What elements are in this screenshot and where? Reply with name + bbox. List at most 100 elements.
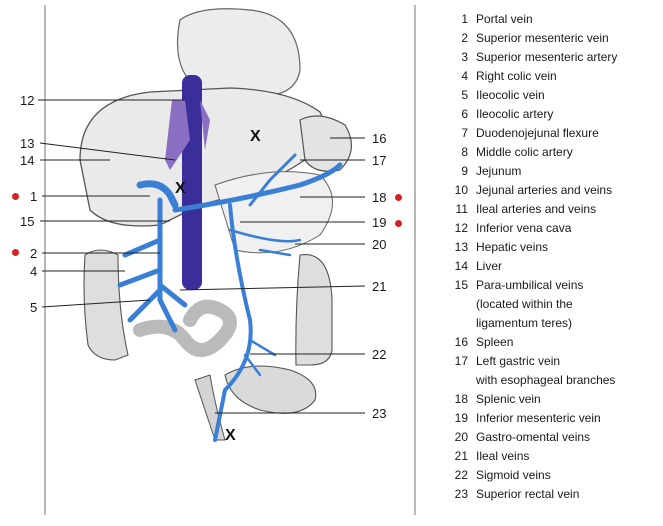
legend-number: 20 (454, 430, 468, 444)
callout-19: 19 (372, 215, 387, 230)
descending-colon (295, 254, 333, 366)
legend-number: 22 (454, 468, 468, 482)
callout-14: 14 (20, 153, 35, 168)
legend-label: Ileocolic vein (476, 88, 545, 102)
legend-item: 20 Gastro-omental veins (440, 428, 660, 447)
callout-5: 5 (30, 300, 38, 315)
legend-label: Sigmoid veins (476, 468, 551, 482)
legend-number: 19 (454, 411, 468, 425)
legend-number: 3 (461, 50, 468, 64)
legend-label: Spleen (476, 335, 514, 349)
legend-number: 21 (454, 449, 468, 463)
legend-number: 1 (461, 12, 468, 26)
marker-dot-2 (12, 249, 19, 256)
legend-item: 21 Ileal veins (440, 447, 660, 466)
legend-item: 6 Ileocolic artery (440, 105, 660, 124)
leader-lines (38, 99, 366, 414)
legend-number: 8 (461, 145, 468, 159)
body-outline (44, 5, 416, 515)
legend-label: Jejunal arteries and veins (476, 183, 613, 197)
legend-label: Superior mesenteric vein (476, 31, 609, 45)
callout-2: 2 (30, 246, 38, 261)
small-intestine (133, 299, 237, 357)
legend-number: 5 (461, 88, 468, 102)
legend-number: 7 (461, 126, 468, 140)
legend-label: Duodenojejunal flexure (476, 126, 599, 140)
x-mark-portal: X (175, 180, 186, 197)
legend-number: 15 (454, 278, 468, 292)
x-mark-stomach: X (250, 128, 261, 145)
legend-label: Left gastric vein with esophageal branch… (476, 354, 616, 387)
legend-number: 6 (461, 107, 468, 121)
heart-shape (177, 8, 301, 97)
legend-item: 18 Splenic vein (440, 390, 660, 409)
legend-item: 19 Inferior mesenteric vein (440, 409, 660, 428)
callout-1: 1 (30, 189, 38, 204)
legend-label: Inferior mesenteric vein (476, 411, 601, 425)
hepatic-veins (165, 100, 210, 170)
legend-label: Right colic vein (476, 69, 557, 83)
legend-label: Splenic vein (476, 392, 541, 406)
callout-18: 18 (372, 190, 387, 205)
x-mark-rectum: X (225, 427, 236, 444)
legend-number: 12 (454, 221, 468, 235)
legend-label: Gastro-omental veins (476, 430, 591, 444)
legend-item: 7 Duodenojejunal flexure (440, 124, 660, 143)
legend-number: 2 (461, 31, 468, 45)
legend-number: 4 (461, 69, 468, 83)
marker-dot-19 (395, 220, 402, 227)
legend-number: 11 (455, 202, 468, 216)
legend-number: 17 (454, 354, 468, 368)
legend-item: 23 Superior rectal vein (440, 485, 660, 504)
portal-vein (136, 180, 179, 209)
legend-item: 5 Ileocolic vein (440, 86, 660, 105)
legend-number: 10 (454, 183, 468, 197)
superior-mesenteric-vein (117, 197, 188, 333)
callout-17: 17 (372, 153, 387, 168)
marker-dot-18 (395, 194, 402, 201)
spleen-shape (299, 115, 352, 172)
legend-item: 3 Superior mesenteric artery (440, 48, 660, 67)
legend-number: 23 (454, 487, 468, 501)
legend-item: 8 Middle colic artery (440, 143, 660, 162)
legend-item: 12 Inferior vena cava (440, 219, 660, 238)
legend-label: Ileocolic artery (476, 107, 554, 121)
legend-label: Superior mesenteric artery (476, 50, 618, 64)
sigmoid-veins (243, 338, 277, 377)
callout-16: 16 (372, 131, 387, 146)
legend-number: 14 (454, 259, 468, 273)
ascending-colon (83, 249, 129, 361)
legend-label: Para-umbilical veins (located within the… (476, 278, 584, 330)
callout-22: 22 (372, 347, 387, 362)
legend-item: 15 Para-umbilical veins (located within t… (440, 276, 660, 333)
legend-label: Superior rectal vein (476, 487, 580, 501)
callout-12: 12 (20, 93, 35, 108)
legend-item: 2 Superior mesenteric vein (440, 29, 660, 48)
legend-label: Middle colic artery (476, 145, 573, 159)
callout-15: 15 (20, 214, 35, 229)
legend-number: 18 (454, 392, 468, 406)
legend-item: 22 Sigmoid veins (440, 466, 660, 485)
gastro-omental-veins (228, 228, 302, 257)
callout-4: 4 (30, 264, 38, 279)
sigmoid-colon (224, 365, 317, 414)
marker-dot-1 (12, 193, 19, 200)
callout-13: 13 (20, 136, 35, 151)
legend-item: 17 Left gastric vein with esophageal bran… (440, 352, 660, 390)
legend-number: 13 (454, 240, 468, 254)
left-gastric-vein (248, 153, 297, 207)
legend-number: 9 (461, 164, 468, 178)
callout-21: 21 (372, 279, 387, 294)
legend-label: Inferior vena cava (476, 221, 572, 235)
legend-label: Ileal veins (476, 449, 530, 463)
splenic-vein (172, 162, 343, 213)
legend-label: Jejunum (476, 164, 522, 178)
legend-item: 9 Jejunum (440, 162, 660, 181)
legend-item: 4 Right colic vein (440, 67, 660, 86)
